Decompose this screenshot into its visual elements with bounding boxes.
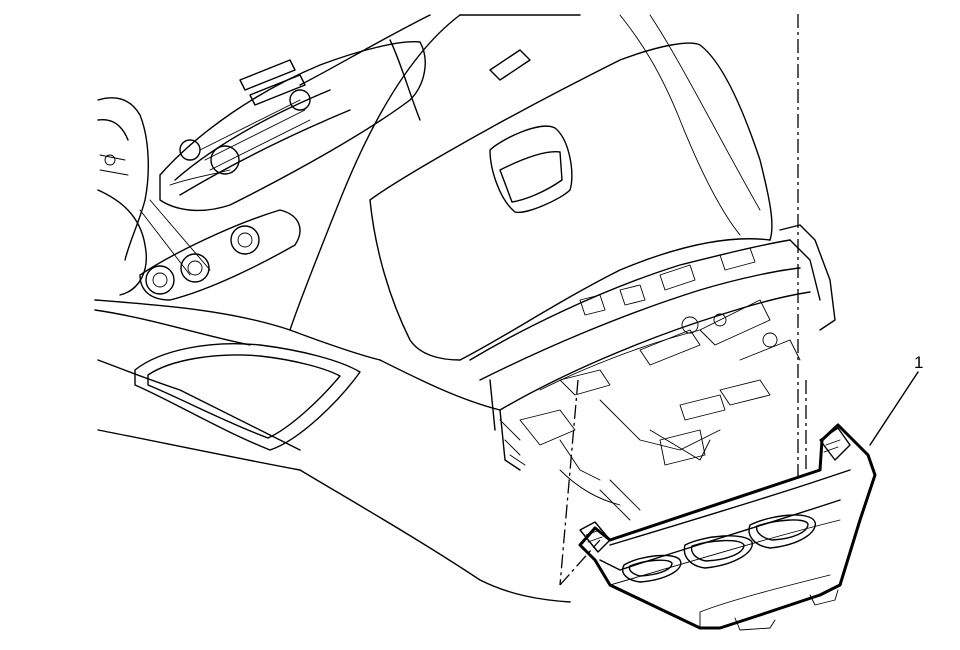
center-stack [139,41,426,276]
callout-1: 1 [869,353,923,446]
upper-trim-panel [369,14,773,361]
glove-box-handle [489,125,573,214]
steering-column [97,97,149,296]
hvac-controls [139,209,301,301]
lower-trim-panel [134,343,361,451]
alignment-guides [559,14,807,586]
instrument-panel-shell [94,14,581,603]
callout-label: 1 [914,353,923,372]
removable-trim-panel [578,423,877,631]
callout-leader-line [869,371,919,446]
cross-car-beam [469,224,836,521]
